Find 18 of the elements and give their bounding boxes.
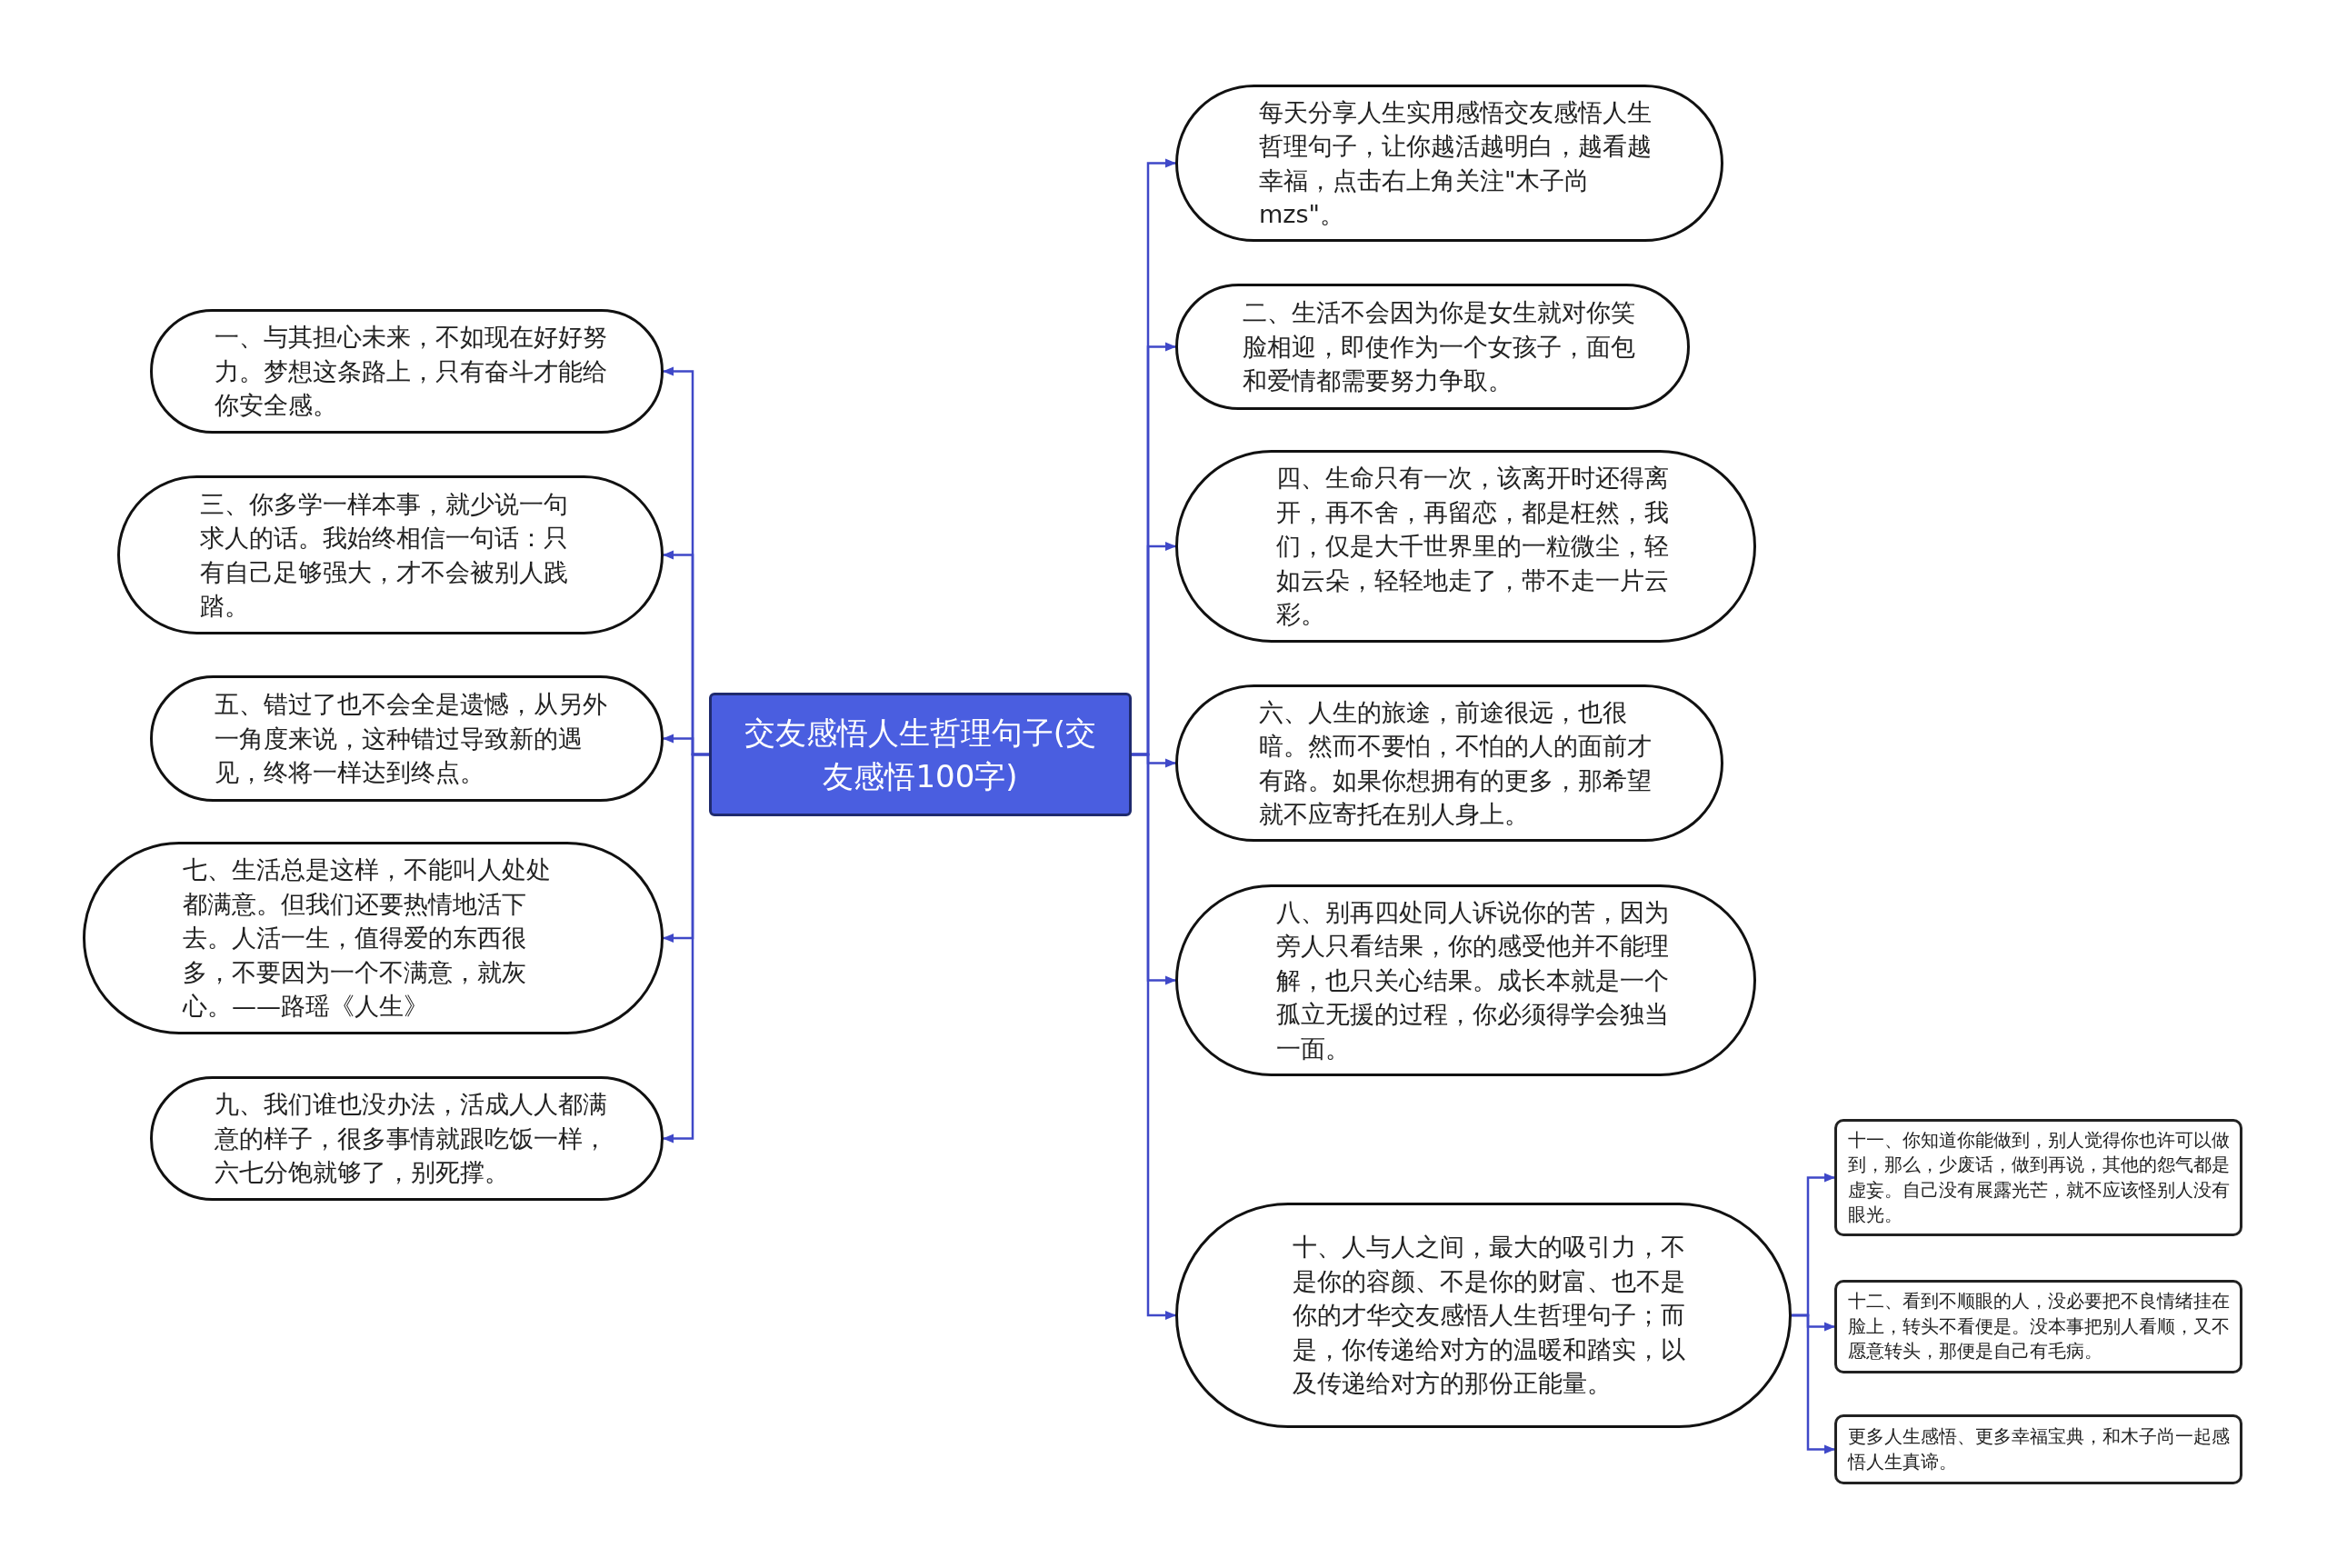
connector-arrow — [662, 753, 709, 1144]
quote-node: 四、生命只有一次，该离开时还得离开，再不舍，再留恋，都是枉然，我们，仅是大千世界里的一粒微尘，轻如云朵，轻轻地走了，带不走一片云彩。 — [1175, 450, 1756, 643]
quote-node: 七、生活总是这样，不能叫人处处都满意。但我们还要热情地活下去。人活一生，值得爱的东西很多，不要因为一个不满意，就灰心。——路瑶《人生》 — [83, 842, 664, 1034]
note-node: 十二、看到不顺眼的人，没必要把不良情绪挂在脸上，转头不看便是。没本事把别人看顺，又不愿意转头，那便是自己有毛病。 — [1834, 1280, 2242, 1373]
quote-node: 九、我们谁也没办法，活成人人都满意的样子，很多事情就跟吃饭一样，六七分饱就够了，别死撑。 — [150, 1076, 664, 1201]
quote-node: 八、别再四处同人诉说你的苦，因为旁人只看结果，你的感受他并不能理解，也只关心结果。成长本就是一个孤立无援的过程，你必须得学会独当一面。 — [1175, 884, 1756, 1076]
quote-node: 十、人与人之间，最大的吸引力，不是你的容颜、不是你的财富、也不是你的才华交友感悟人生哲理句子；而是，你传递给对方的温暖和踏实，以及传递给对方的那份正能量。 — [1175, 1203, 1792, 1428]
connector-arrow — [1792, 1313, 1836, 1454]
note-node: 更多人生感悟、更多幸福宝典，和木子尚一起感悟人生真谛。 — [1834, 1414, 2242, 1484]
quote-node: 五、错过了也不会全是遗憾，从另外一角度来说，这种错过导致新的遇见，终将一样达到终点。 — [150, 675, 664, 802]
quote-node: 每天分享人生实用感悟交友感悟人生哲理句子，让你越活越明白，越看越幸福，点击右上角关注"木子尚mzs"。 — [1175, 85, 1723, 242]
central-topic: 交友感悟人生哲理句子(交友感悟100字) — [709, 693, 1132, 816]
quote-node: 三、你多学一样本事，就少说一句求人的话。我始终相信一句话：只有自己足够强大，才不会被别人践踏。 — [117, 475, 664, 634]
note-node: 十一、你知道你能做到，别人觉得你也许可以做到，那么，少废话，做到再说，其他的怨气都是虚妄。自己没有展露光芒，就不应该怪别人没有眼光。 — [1834, 1119, 2242, 1236]
quote-node: 二、生活不会因为你是女生就对你笑脸相迎，即使作为一个女孩子，面包和爱情都需要努力争取。 — [1175, 284, 1690, 410]
connector-arrow — [1132, 753, 1177, 1320]
quote-node: 六、人生的旅途，前途很远，也很暗。然而不要怕，不怕的人的面前才有路。如果你想拥有的更多，那希望就不应寄托在别人身上。 — [1175, 684, 1723, 842]
quote-node: 一、与其担心未来，不如现在好好努力。梦想这条路上，只有奋斗才能给你安全感。 — [150, 309, 664, 434]
